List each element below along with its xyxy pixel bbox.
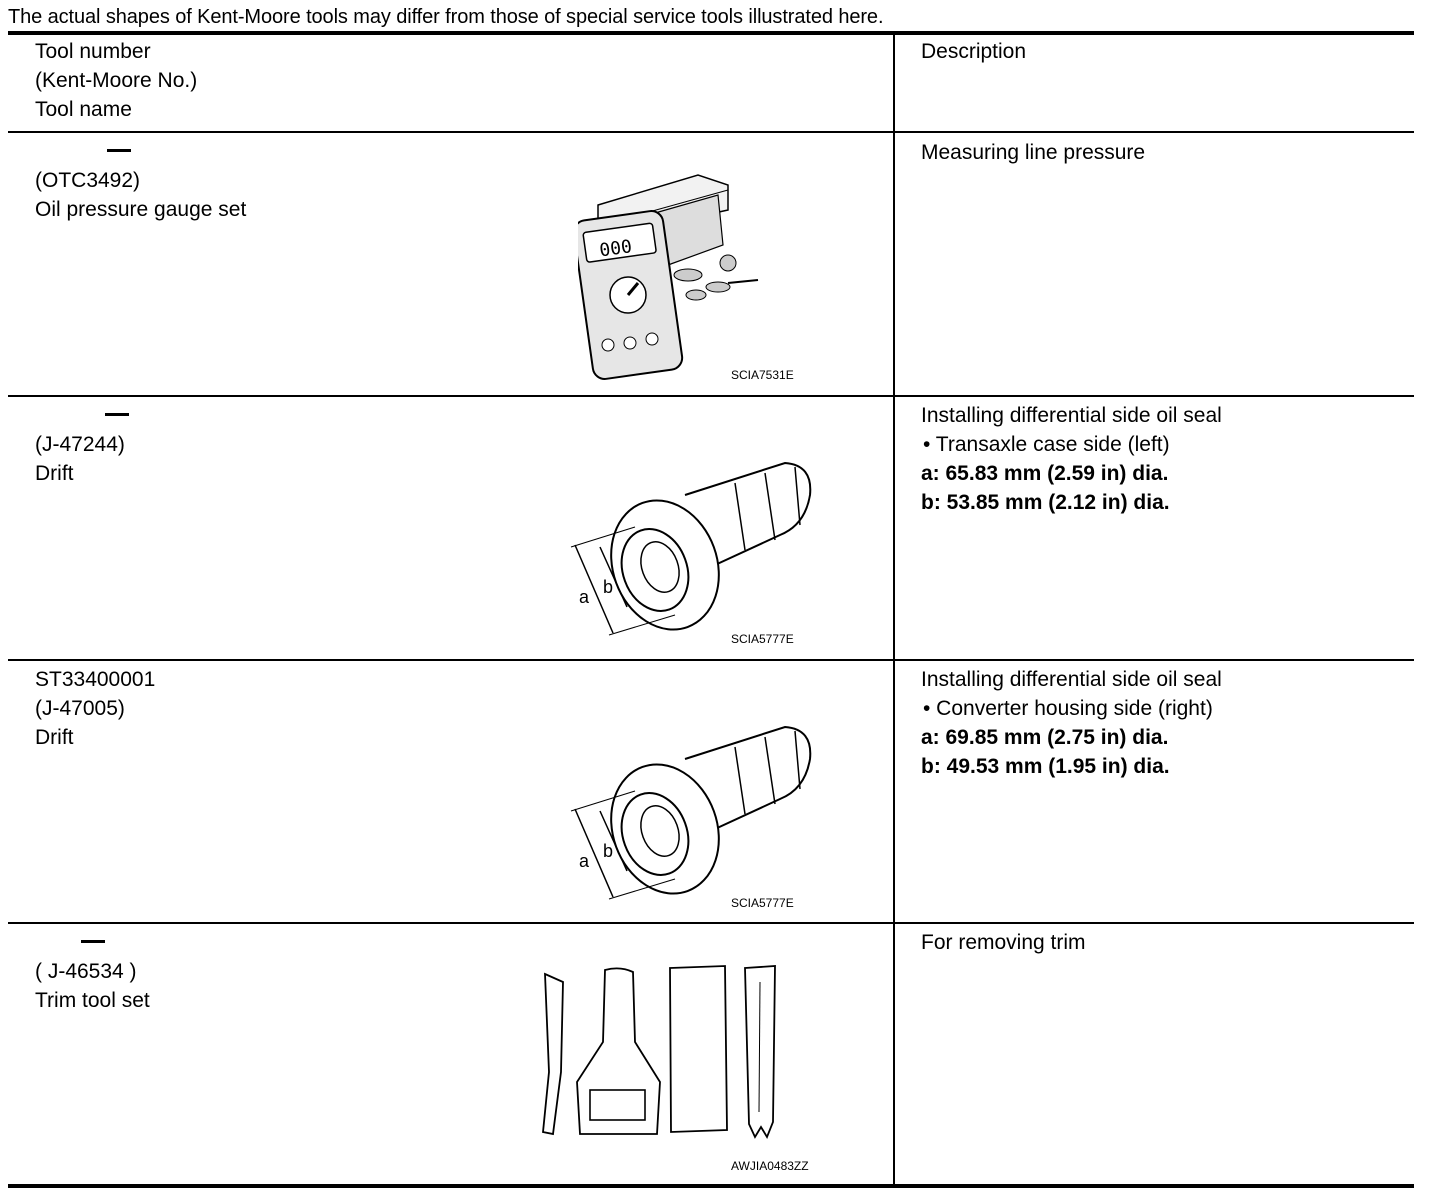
description-line: • Transaxle case side (left) — [923, 433, 1170, 456]
dash-glyph — [105, 412, 129, 416]
kent-moore-number: (J-47244) — [35, 433, 125, 456]
kent-moore-number: ( J-46534 ) — [35, 960, 137, 983]
row-description: Installing differential side oil seal • … — [921, 401, 1222, 517]
description-line: Installing differential side oil seal — [921, 404, 1222, 427]
page-caption: The actual shapes of Kent-Moore tools ma… — [8, 6, 884, 28]
table-row: ST33400001 (J-47005) Drift — [35, 665, 155, 752]
figure-code: SCIA5777E — [731, 632, 794, 646]
table-row: ( J-46534 ) Trim tool set — [35, 928, 150, 1015]
header-description: Description — [921, 40, 1027, 63]
dash-glyph — [107, 148, 131, 152]
header-kent-moore: (Kent-Moore No.) — [35, 69, 198, 92]
drift-icon: a b — [570, 725, 812, 900]
dimension-label-b: b — [603, 841, 613, 861]
oil-pressure-gauge-icon: 000 — [578, 174, 759, 380]
description-line: b: 49.53 mm (1.95 in) dia. — [921, 755, 1170, 778]
description-line: a: 65.83 mm (2.59 in) dia. — [921, 462, 1169, 485]
kent-moore-number: (J-47005) — [35, 697, 125, 720]
figure-code: AWJIA0483ZZ — [731, 1159, 809, 1173]
tool-number — [35, 928, 150, 957]
description-line: Installing differential side oil seal — [921, 668, 1222, 691]
figure-code: SCIA7531E — [731, 368, 794, 382]
description-line: b: 53.85 mm (2.12 in) dia. — [921, 491, 1170, 514]
header-tool-number: Tool number — [35, 40, 151, 63]
kent-moore-number: (OTC3492) — [35, 169, 141, 192]
tool-name: Drift — [35, 462, 74, 485]
tool-name: Oil pressure gauge set — [35, 198, 247, 221]
drift-icon: a b — [570, 461, 812, 636]
row-description: Measuring line pressure — [921, 138, 1145, 167]
description-line: a: 69.85 mm (2.75 in) dia. — [921, 726, 1169, 749]
table-row: (OTC3492) Oil pressure gauge set — [35, 137, 246, 224]
header-bottom-rule — [8, 131, 1414, 133]
header-tool-name: Tool name — [35, 98, 132, 121]
header-tool-column: Tool number (Kent-Moore No.) Tool name — [35, 37, 197, 124]
description-line: For removing trim — [921, 931, 1086, 954]
figure-code: SCIA5777E — [731, 896, 794, 910]
dimension-label-a: a — [579, 851, 590, 871]
svg-text:000: 000 — [598, 236, 633, 261]
dimension-label-b: b — [603, 577, 613, 597]
dash-glyph — [81, 939, 105, 943]
description-line: Measuring line pressure — [921, 141, 1146, 164]
table-row: (J-47244) Drift — [35, 401, 129, 488]
tool-number: ST33400001 — [35, 668, 156, 691]
tool-name: Drift — [35, 726, 74, 749]
table-bottom-rule — [8, 1184, 1414, 1188]
description-line: • Converter housing side (right) — [923, 697, 1213, 720]
row-divider — [8, 922, 1414, 924]
tool-number — [35, 401, 129, 430]
column-divider — [893, 33, 895, 1185]
tool-number — [35, 137, 246, 166]
tool-name: Trim tool set — [35, 989, 150, 1012]
row-description: For removing trim — [921, 928, 1086, 957]
row-divider — [8, 659, 1414, 661]
dimension-label-a: a — [579, 587, 590, 607]
trim-tool-set-icon — [542, 965, 776, 1140]
table-top-rule — [8, 31, 1414, 35]
row-description: Installing differential side oil seal • … — [921, 665, 1222, 781]
row-divider — [8, 395, 1414, 397]
